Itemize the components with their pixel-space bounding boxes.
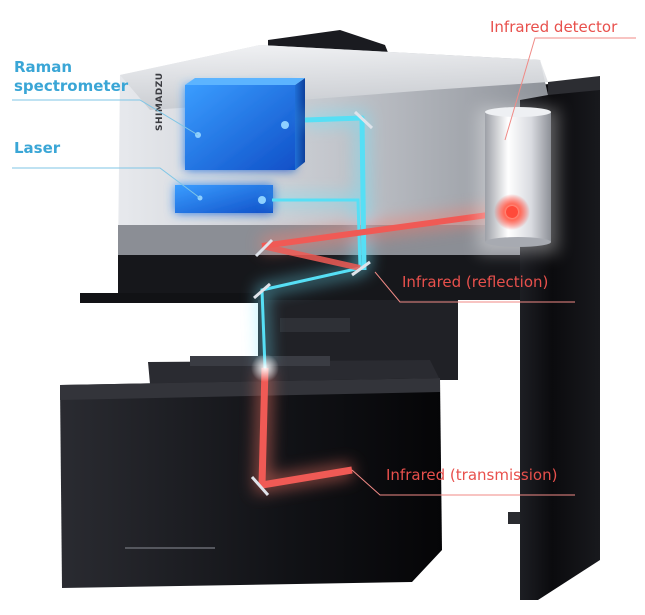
raman-spectrometer-label-line1: Raman (14, 58, 73, 76)
brand-logo: SHIMADZU (155, 72, 165, 131)
infrared-detector-label: Infrared detector (490, 18, 618, 36)
laser-label: Laser (14, 139, 61, 157)
mirrors (250, 110, 374, 496)
upper-housing (80, 30, 548, 303)
lower-base (60, 378, 442, 588)
infrared-transmission-label: Infrared (transmission) (386, 466, 558, 484)
sample-focus-glow (251, 354, 279, 382)
raman-spectrometer-label-line2: spectrometer (14, 77, 129, 95)
power-switch-icon (508, 512, 520, 524)
infrared-reflection-label: Infrared (reflection) (402, 273, 549, 291)
svg-text:SHIMADZU: SHIMADZU (155, 72, 165, 131)
infrared-detector (478, 107, 558, 253)
sample-stage (148, 300, 458, 384)
infrared-beam (258, 209, 511, 489)
raman-spectrometer-box (185, 78, 305, 170)
leader-lines (12, 37, 636, 496)
laser-box (175, 185, 273, 213)
